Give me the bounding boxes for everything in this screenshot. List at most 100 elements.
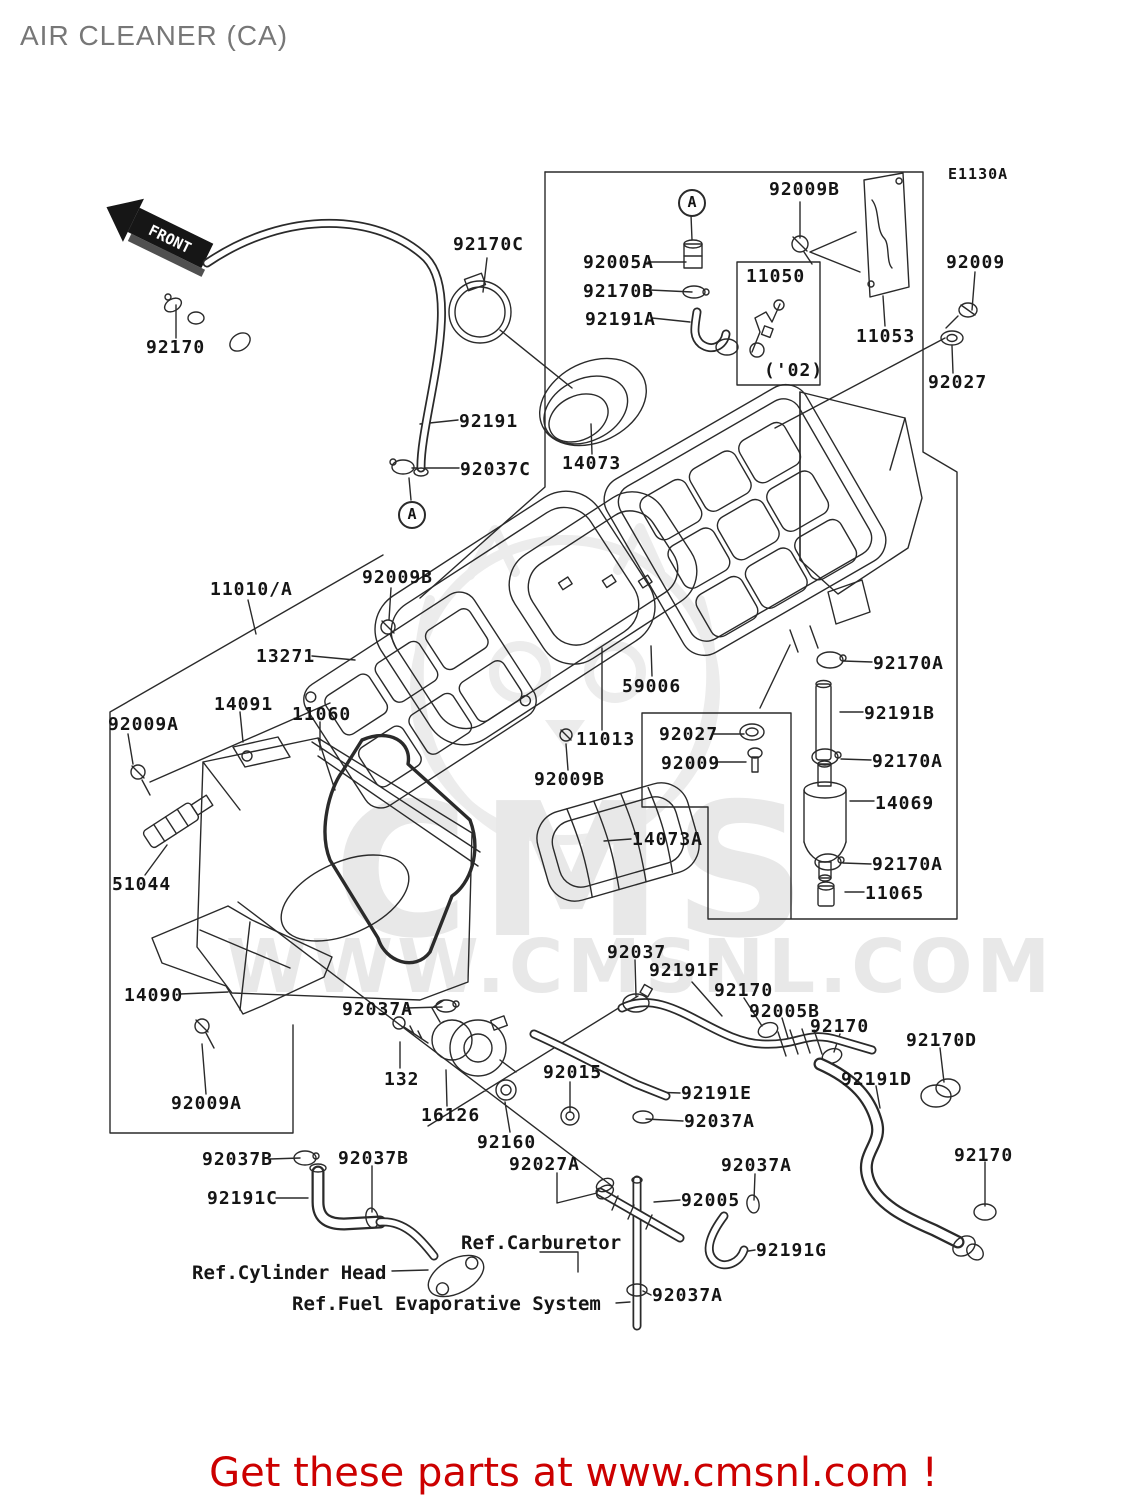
bolt-132 [392,1016,406,1030]
elbow-92191G [704,1211,749,1270]
part-label: 92009B [534,769,606,790]
seal-gasket-11060 [323,733,477,965]
plate-11053 [863,172,910,298]
part-label: 92170D [906,1030,978,1051]
part-label: 92027 [928,372,988,393]
plug-11065 [817,881,835,907]
part-label: 14091 [214,694,274,715]
part-label: 92037A [652,1285,724,1306]
diagram-code: E1130A [948,165,1009,183]
clamp-92170A-3 [814,853,845,871]
clamp-92037A-housing [435,999,460,1013]
part-label: 92009 [661,753,721,774]
part-label: 92027A [509,1154,581,1175]
hose-92191D [813,1057,997,1261]
screw-92009A-bottom [194,1018,215,1049]
clamp-92170A-2 [811,748,842,766]
air-cleaner-housing-11010 [196,733,481,1001]
part-label: 92170A [873,653,945,674]
assembly-boundary-boxes [109,171,958,1134]
part-label: 92005A [583,252,655,273]
part-label: 92170 [146,337,206,358]
part-label: 92191A [585,309,657,330]
part-label: 16126 [421,1105,481,1126]
part-label: 92005B [749,1001,821,1022]
part-label: 92191D [841,1069,913,1090]
washer-screw-92027-92009-mid [739,723,765,773]
part-label: 11060 [292,704,352,725]
part-label: 92009A [171,1093,243,1114]
diaphragm-92160 [495,1079,517,1101]
part-label: 92015 [543,1062,603,1083]
part-label: 92009A [108,714,180,735]
breather-hose-92191 [163,218,446,477]
nut-92015 [560,1106,580,1126]
callout-circle-A: A [398,501,426,529]
part-label: 132 [384,1069,420,1090]
hose-92191F [617,983,877,1065]
vacuum-valve-16126 [392,999,580,1126]
part-label: 14090 [124,985,184,1006]
part-label: 92170 [954,1145,1014,1166]
canister-14069 [803,760,847,882]
part-label: 92191 [459,411,519,432]
part-label: 11013 [576,729,636,750]
tee-fitting-92005 [595,1175,760,1331]
air-cleaner-box [603,383,923,657]
part-label: 13271 [256,646,316,667]
part-label: 92160 [477,1132,537,1153]
part-label: 92170A [872,854,944,875]
front-direction-arrow: FRONT [106,198,214,277]
part-label: Ref.Fuel Evaporative System [292,1293,601,1315]
part-label: 92009B [769,179,841,200]
clamp-92170B [682,285,710,299]
part-label: 92037A [721,1155,793,1176]
part-label: 14069 [875,793,935,814]
screw-92009B-top [791,235,813,265]
part-label: 92170 [810,1016,870,1037]
watermark-brand-text: CMS [333,763,816,979]
part-label: 11010/A [210,579,293,600]
part-label: 92009 [946,252,1006,273]
bracket-14090 [151,905,333,1015]
cmsnl-banner-link[interactable]: Get these parts at www.cmsnl.com ! [209,1450,938,1496]
part-label: Ref.Cylinder Head [192,1262,387,1284]
part-label: 92037 [607,942,667,963]
clamp-92027A-joint [595,1177,615,1193]
part-label: 92191G [756,1240,828,1261]
part-label: 92037A [684,1111,756,1132]
screw-92009B-lower [559,728,573,742]
part-label: 92037B [202,1149,274,1170]
part-label: 11053 [856,326,916,347]
part-label: 92191F [649,960,721,981]
part-label: 92037C [460,459,532,480]
part-label: 92170A [872,751,944,772]
part-label: 92191C [207,1188,279,1209]
coupler-92005B [777,1028,823,1057]
leader-lines [127,201,986,1304]
part-label: 11065 [865,883,925,904]
filter-element-59006 [508,491,698,665]
part-label: 92005 [681,1190,741,1211]
part-label: 92170B [583,281,655,302]
part-label: ('02) [764,360,824,381]
part-label: 14073A [632,829,704,850]
elbow-92191C [293,1150,387,1231]
part-label: 14073 [562,453,622,474]
air-duct-14073 [448,272,647,447]
part-label: 51044 [112,874,172,895]
filter-frame-13271 [303,591,537,809]
page-title: AIR CLEANER (CA) [20,20,289,51]
tube-92191B [815,679,832,761]
part-label: Ref.Carburetor [461,1232,622,1254]
screw-92009-topright [940,302,978,346]
part-label: 92037B [338,1148,410,1169]
part-label: 11050 [746,266,806,287]
hose-to-cylinder-head [375,1217,485,1298]
part-label: 92170 [714,980,774,1001]
part-label: 59006 [622,676,682,697]
callout-circle-A: A [678,189,706,217]
clamp-92170A-1 [816,651,847,669]
